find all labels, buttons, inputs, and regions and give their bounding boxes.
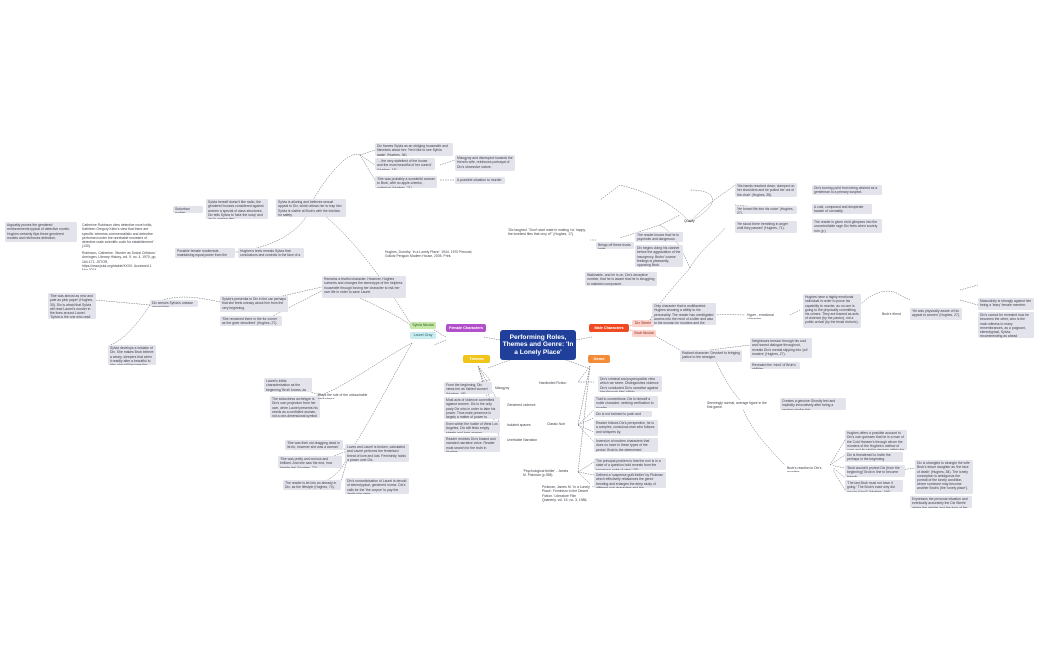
node-laurel-initial[interactable]: Laurel's initial characterisation as the… bbox=[264, 378, 312, 392]
node-dix-struggles[interactable]: 'He was physically aware of his appeal t… bbox=[910, 308, 962, 320]
node-hyper-emotional[interactable]: Hyper - emotional character bbox=[745, 312, 789, 319]
node-revealed-brub[interactable]: Revealed the 'mind' of Brub's abilities. bbox=[750, 362, 800, 369]
branch-themes[interactable]: Themes bbox=[463, 355, 490, 363]
node-rhetoric[interactable]: The reader is let into an already in Dix… bbox=[283, 480, 341, 490]
node-conventions[interactable]: Trait to conventions: Dix is himself a n… bbox=[594, 396, 658, 408]
node-radiant-character[interactable]: Radiant character. Devoted to bringing j… bbox=[680, 350, 742, 362]
node-she-remained[interactable]: 'She remained there in the fur corner as… bbox=[220, 316, 282, 326]
node-creates-genre[interactable]: Creates a genuine Ghostly feel and impli… bbox=[780, 398, 846, 410]
node-sylvia-presence[interactable]: Sylvia's presentia to Dix in the car per… bbox=[220, 296, 288, 312]
node-uneasy[interactable]: Dix senses Sylvia's unease around him. bbox=[150, 300, 198, 307]
node-plays-role[interactable]: Plays the role of the untouchable seduct… bbox=[318, 393, 368, 399]
node-inversion[interactable]: Inversion of modern characters that does… bbox=[594, 438, 658, 452]
node-hughes-ambiguity[interactable]: Hughes have a highly emotional individua… bbox=[803, 294, 861, 328]
node-the-last-brub[interactable]: 'The last Brub must not have it going.' … bbox=[845, 480, 903, 492]
node-he-forced[interactable]: 'He forced life into his voice' (Hughes,… bbox=[735, 206, 797, 214]
branch-female-characters[interactable]: Female Characters bbox=[446, 324, 486, 332]
node-sylvia-develops[interactable]: Sylvia develops a mistake of Dix. She ma… bbox=[108, 345, 156, 365]
node-sylvia-qualities[interactable]: '... the very stateliest of the house an… bbox=[375, 158, 435, 170]
sub-dix-steele[interactable]: Dix Steele bbox=[632, 320, 654, 327]
node-unreliable[interactable]: Unreliable Narration bbox=[505, 437, 545, 444]
node-noir-murder[interactable]: Dix is not inclined to push and murder. bbox=[594, 411, 652, 417]
node-dix-begins[interactable]: Dix begins doing his clarinet before the… bbox=[635, 245, 683, 267]
node-brubs-reaction[interactable]: Brub's reaction to Dix's murders. bbox=[785, 465, 833, 472]
node-dix-cannot[interactable]: Dix's cannot be revealed how he becomes … bbox=[978, 312, 1034, 338]
node-classic-noir[interactable]: Classic Noir bbox=[545, 421, 571, 428]
branch-male-characters[interactable]: Male Characters bbox=[589, 324, 629, 332]
node-sylvia-framed[interactable]: Dix frames Sylvia as an obliging housewi… bbox=[375, 143, 453, 156]
node-sylvia-herself[interactable]: Sylvia herself doesn't like radio, the g… bbox=[206, 199, 268, 219]
node-dixs-protect[interactable]: 'Brub wouldn't protect Dix (from the beg… bbox=[845, 465, 905, 477]
node-possible-female[interactable]: Possible female modernists maintaining e… bbox=[175, 248, 235, 258]
node-reader-knows[interactable]: The reader knows that he is psychotic an… bbox=[635, 232, 683, 242]
node-dix-threatens[interactable]: Dix is threatened to invite the perhaps … bbox=[845, 452, 903, 462]
node-loves-laurel[interactable]: Loves and Laurel is broken, calculated a… bbox=[345, 444, 409, 462]
node-arguably[interactable]: Arguably proves the gendered reinforceme… bbox=[5, 222, 77, 242]
node-most-acts[interactable]: Most acts of violence committed against … bbox=[444, 397, 500, 419]
node-expresses[interactable]: Expresses the personal situation and eve… bbox=[910, 496, 972, 508]
node-principal[interactable]: The principal problem is that the noir i… bbox=[594, 458, 666, 470]
node-hughes-offers[interactable]: Hughes offers a possible account to Dix'… bbox=[845, 430, 907, 450]
node-brubmost[interactable]: Brub's friend bbox=[880, 311, 904, 318]
node-she-married[interactable]: 'She was their old dragging dead in its … bbox=[285, 440, 343, 450]
node-brings-off[interactable]: Brings off these trusts table. bbox=[596, 242, 634, 249]
node-dix-laughed[interactable]: 'Dix laughed. "Don't start mate in makin… bbox=[508, 228, 586, 237]
node-misogyny-quote[interactable]: Misogyny and disrespect towards the frie… bbox=[455, 155, 515, 171]
node-dix-romanticisation[interactable]: Dix's romanticisation of Laurel is devoi… bbox=[345, 478, 409, 494]
node-dix-strangled[interactable]: Dix is strangled to strangle the wife Br… bbox=[915, 460, 973, 494]
branch-genre[interactable]: Genre bbox=[588, 355, 610, 363]
node-reader-stems[interactable]: Reader restricts Dix's biased and narrat… bbox=[444, 436, 500, 452]
node-catherine-ross[interactable]: Catherine Robinson cites detective novel… bbox=[80, 222, 160, 248]
node-scenes-in-dark[interactable]: Even within the hustle of West Los Angel… bbox=[444, 421, 500, 433]
node-misogyny-theme[interactable]: Misogyny bbox=[493, 385, 513, 392]
node-seductress[interactable]: The seductress archetype is Dix's own pr… bbox=[270, 396, 320, 418]
node-defined[interactable]: Defined a 'suspense guilt thriller' by P… bbox=[594, 472, 666, 488]
node-she-was-pretty[interactable]: 'She was pretty and curious and brillian… bbox=[278, 456, 342, 468]
node-cold-composed[interactable]: A cold, composed and desperate facade of… bbox=[812, 204, 872, 214]
node-watchable[interactable]: Watchable, and he is on, Dix's deceptive… bbox=[585, 272, 657, 286]
node-dix-criminal[interactable]: Dix's criminal and psychopathic view whi… bbox=[598, 376, 662, 392]
node-only-character[interactable]: Only character that is multifaceted. Hug… bbox=[652, 303, 716, 325]
node-sylvia-alluring[interactable]: Sylvia is alluring and believes sexual a… bbox=[276, 199, 346, 217]
node-pickman-cite[interactable]: Pickman, James M. 'In a Lonely Place': F… bbox=[540, 484, 592, 502]
node-psychological[interactable]: 'Psychological thriller' - James M. Pick… bbox=[521, 468, 573, 478]
central-topic[interactable]: Performing Roles, Themes and Genre: 'In … bbox=[500, 330, 576, 360]
node-possible-murder[interactable]: A possible situation to murder. bbox=[455, 177, 505, 184]
node-isolated-spaces[interactable]: Isolated spaces bbox=[505, 422, 535, 429]
sub-laurel-gray[interactable]: Laurel Gray bbox=[410, 332, 436, 339]
node-suburban-mother[interactable]: Suburban mother bbox=[173, 206, 203, 213]
node-hardboiled[interactable]: Hardboiled Fiction bbox=[537, 380, 571, 387]
node-gendered-violence[interactable]: Gendered violence bbox=[505, 402, 539, 409]
node-seemingly-normal[interactable]: Seemingly normal, average figure in the … bbox=[705, 400, 769, 410]
node-reader-follows[interactable]: Reader follows Dix's perspective, he is … bbox=[594, 420, 658, 436]
node-shout-laughing[interactable]: 'He stood there trembling in anger until… bbox=[735, 221, 797, 233]
node-robinson-cite[interactable]: Robinson, Catherine. 'Murder as Social C… bbox=[80, 250, 160, 270]
node-neighbours[interactable]: Neighbours tension through his cool and … bbox=[750, 338, 812, 358]
sub-sylvia-nicolai[interactable]: Sylvia Nicolai bbox=[410, 322, 436, 329]
node-hands-reached[interactable]: 'His hands reached down, clamped on her … bbox=[735, 183, 797, 197]
node-sylvia-probably[interactable]: 'She was probably a wonderful woman to B… bbox=[375, 176, 437, 188]
node-hughes-reveals[interactable]: Hughes's texts reveals Sylvia that concl… bbox=[238, 248, 304, 258]
node-remains-foil[interactable]: Remains a fearful character. However, Hu… bbox=[322, 276, 406, 298]
node-reader-is-given[interactable]: The reader is given vivid glimpses into … bbox=[812, 219, 882, 233]
node-turning-point[interactable]: Dix's turning point from being desired a… bbox=[812, 185, 882, 195]
node-masculinity[interactable]: Masculinity is strongly against him bein… bbox=[978, 298, 1034, 310]
node-quality[interactable]: Quality bbox=[684, 219, 695, 223]
node-hughes-novel: Hughes, Dorothy. 'In a Lonely Place.' 19… bbox=[385, 250, 473, 259]
node-from-beginning[interactable]: From the beginning, Dix views her as 'fa… bbox=[444, 382, 492, 394]
sub-brub-nicolai[interactable]: Brub Nicolai bbox=[632, 330, 656, 337]
node-car-scene[interactable]: 'She was almost as new and pale as pink … bbox=[48, 293, 96, 319]
